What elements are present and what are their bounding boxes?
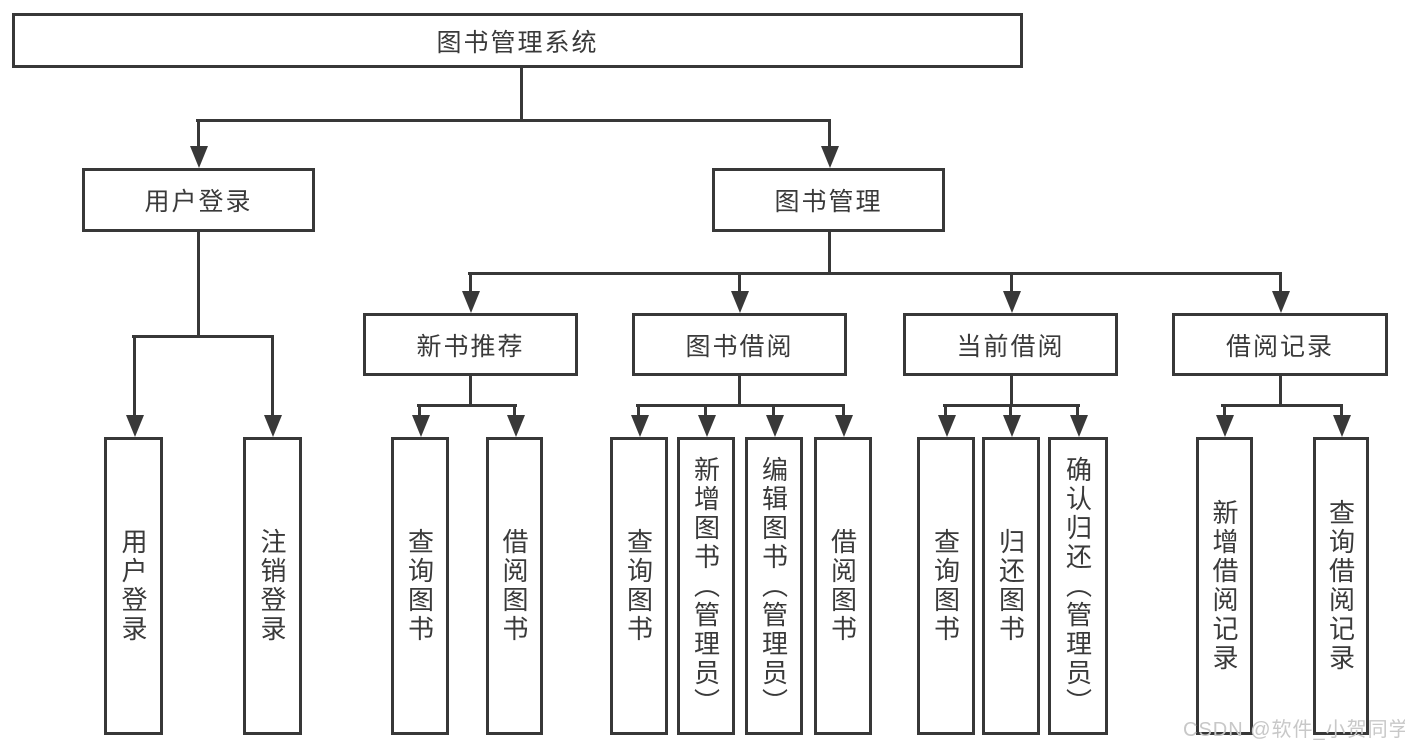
leaf-user-login: 用户登录 xyxy=(104,437,163,735)
arrowhead-add-borrow-record xyxy=(1216,415,1234,437)
node-book-borrow-label: 图书借阅 xyxy=(685,332,794,361)
node-library-system-label: 图书管理系统 xyxy=(436,28,599,57)
connector-borrow-records-bus xyxy=(1221,404,1343,407)
connector-stem-query-books-borrow xyxy=(637,404,640,417)
connector-stem-book-management xyxy=(828,119,831,148)
connector-user-login-bus xyxy=(132,335,274,338)
connector-stem-book-borrow xyxy=(738,272,741,293)
connector-stem-edit-book-admin xyxy=(772,404,775,417)
leaf-return-book: 归还图书 xyxy=(982,437,1040,735)
arrowhead-leaf-user-login xyxy=(126,415,144,437)
connector-root-drop xyxy=(520,68,523,122)
arrowhead-query-borrow-record xyxy=(1333,415,1351,437)
arrowhead-borrow-books-recommend xyxy=(507,415,525,437)
node-borrow-records: 借阅记录 xyxy=(1172,313,1388,376)
leaf-query-borrow-record-label: 查询借阅记录 xyxy=(1325,499,1356,673)
leaf-query-books-recommend: 查询图书 xyxy=(391,437,449,735)
arrowhead-confirm-return-admin xyxy=(1070,415,1088,437)
arrowhead-edit-book-admin xyxy=(766,415,784,437)
leaf-query-books-current-label: 查询图书 xyxy=(930,528,961,644)
watermark-text: CSDN @软件_小贺同学 xyxy=(1183,719,1405,741)
connector-stem-query-books-recommend xyxy=(418,404,421,417)
connector-book-management-bus xyxy=(468,272,1282,275)
leaf-user-login-label: 用户登录 xyxy=(118,528,148,644)
arrowhead-query-books-recommend xyxy=(412,415,430,437)
connector-user-login-drop xyxy=(197,232,200,338)
arrowhead-new-book-recommend xyxy=(462,291,480,313)
arrowhead-add-book-admin xyxy=(698,415,716,437)
arrowhead-book-borrow xyxy=(731,291,749,313)
connector-book-management-drop xyxy=(828,232,831,275)
leaf-add-book-admin-label: 新增图书（管理员） xyxy=(690,455,721,717)
arrowhead-book-management xyxy=(821,146,839,168)
leaf-query-books-borrow: 查询图书 xyxy=(610,437,668,735)
leaf-query-borrow-record: 查询借阅记录 xyxy=(1313,437,1369,735)
node-new-book-recommend: 新书推荐 xyxy=(363,313,578,376)
leaf-return-book-label: 归还图书 xyxy=(995,528,1026,644)
node-book-management: 图书管理 xyxy=(712,168,945,232)
arrowhead-current-borrow xyxy=(1003,291,1021,313)
node-current-borrow-label: 当前借阅 xyxy=(956,332,1065,361)
leaf-confirm-return-admin-label: 确认归还（管理员） xyxy=(1062,455,1093,717)
arrowhead-query-books-current xyxy=(938,415,956,437)
arrowhead-borrow-records xyxy=(1272,291,1290,313)
node-borrow-records-label: 借阅记录 xyxy=(1225,332,1334,361)
node-book-management-label: 图书管理 xyxy=(774,188,883,216)
connector-book-borrow-bus xyxy=(636,404,845,407)
leaf-query-books-recommend-label: 查询图书 xyxy=(404,528,435,644)
leaf-query-books-current: 查询图书 xyxy=(917,437,975,735)
leaf-borrow-books-label: 借阅图书 xyxy=(827,528,858,644)
connector-root-bus xyxy=(196,119,831,122)
leaf-confirm-return-admin: 确认归还（管理员） xyxy=(1048,437,1108,735)
leaf-add-borrow-record: 新增借阅记录 xyxy=(1196,437,1253,735)
connector-stem-new-book-recommend xyxy=(469,272,472,293)
connector-stem-add-borrow-record xyxy=(1223,404,1226,417)
connector-stem-query-books-current xyxy=(944,404,947,417)
connector-stem-leaf-user-login xyxy=(133,335,136,417)
connector-stem-leaf-logout xyxy=(271,335,274,417)
leaf-edit-book-admin: 编辑图书（管理员） xyxy=(745,437,803,735)
connector-stem-confirm-return-admin xyxy=(1076,404,1079,417)
arrowhead-query-books-borrow xyxy=(631,415,649,437)
arrowhead-user-login xyxy=(190,146,208,168)
leaf-borrow-books: 借阅图书 xyxy=(814,437,872,735)
connector-stem-current-borrow xyxy=(1010,272,1013,293)
node-new-book-recommend-label: 新书推荐 xyxy=(416,332,525,361)
node-current-borrow: 当前借阅 xyxy=(903,313,1118,376)
connector-stem-borrow-books-recommend xyxy=(513,404,516,417)
leaf-logout: 注销登录 xyxy=(243,437,302,735)
arrowhead-return-book xyxy=(1003,415,1021,437)
connector-stem-add-book-admin xyxy=(704,404,707,417)
arrowhead-leaf-logout xyxy=(264,415,282,437)
connector-current-borrow-drop xyxy=(1010,376,1013,407)
node-library-system: 图书管理系统 xyxy=(12,13,1023,68)
connector-new-book-recommend-drop xyxy=(469,376,472,407)
leaf-borrow-books-recommend-label: 借阅图书 xyxy=(499,528,529,644)
leaf-edit-book-admin-label: 编辑图书（管理员） xyxy=(758,455,789,717)
connector-stem-borrow-records xyxy=(1279,272,1282,293)
node-book-borrow: 图书借阅 xyxy=(632,313,847,376)
connector-stem-user-login xyxy=(197,119,200,148)
connector-stem-query-borrow-record xyxy=(1340,404,1343,417)
node-user-login: 用户登录 xyxy=(82,168,315,232)
leaf-query-books-borrow-label: 查询图书 xyxy=(623,528,654,644)
connector-stem-borrow-books xyxy=(842,404,845,417)
leaf-logout-label: 注销登录 xyxy=(257,528,287,644)
leaf-add-borrow-record-label: 新增借阅记录 xyxy=(1209,499,1239,673)
node-user-login-label: 用户登录 xyxy=(144,188,253,216)
connector-borrow-records-drop xyxy=(1279,376,1282,407)
connector-stem-return-book xyxy=(1009,404,1012,417)
leaf-borrow-books-recommend: 借阅图书 xyxy=(486,437,543,735)
leaf-add-book-admin: 新增图书（管理员） xyxy=(677,437,735,735)
connector-book-borrow-drop xyxy=(738,376,741,407)
connector-new-book-recommend-bus xyxy=(417,404,517,407)
arrowhead-borrow-books xyxy=(835,415,853,437)
